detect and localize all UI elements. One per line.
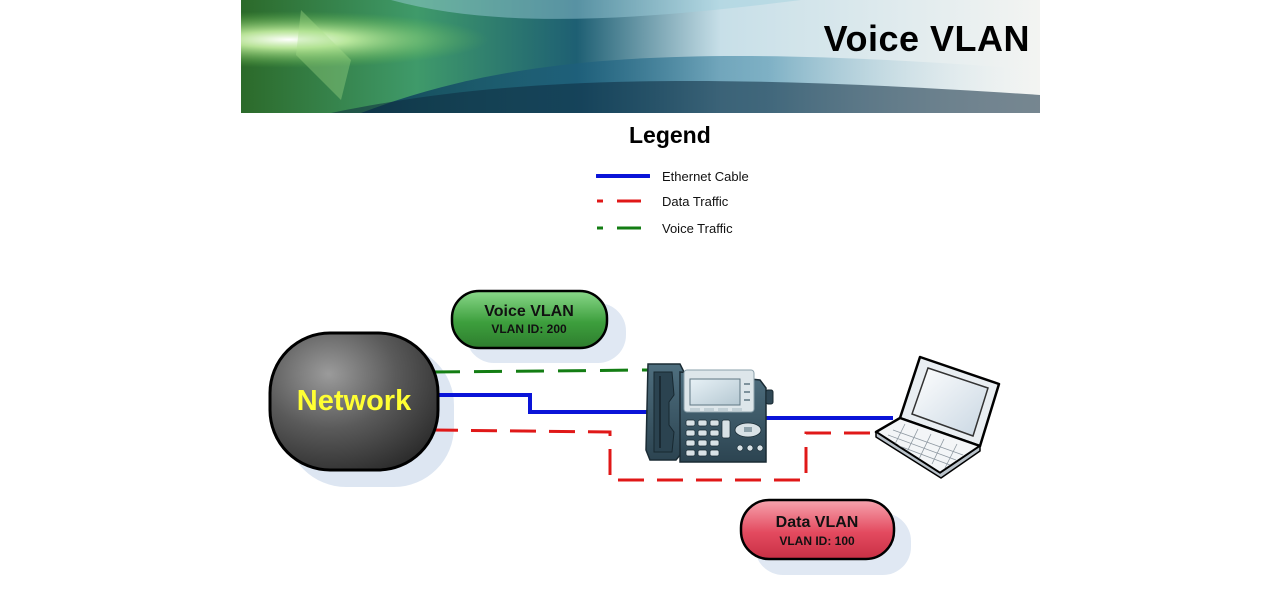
legend-item-voice-traffic: Voice Traffic (596, 219, 733, 237)
ip-phone-icon (645, 363, 774, 463)
data-vlan-title: Data VLAN (776, 514, 859, 531)
laptop-icon (874, 355, 1001, 479)
network-label: Network (297, 385, 412, 417)
banner: Voice VLAN (241, 0, 1040, 113)
voice-vlan-title: Voice VLAN (484, 303, 574, 320)
data-traffic-line (431, 428, 880, 482)
legend-label-ethernet-cable: Ethernet Cable (662, 168, 749, 184)
ethernet-cable-swatch (596, 174, 650, 178)
voice-traffic-swatch (597, 226, 649, 230)
data-vlan-badge (739, 498, 896, 561)
ethernet-cable-network-to-phone (430, 393, 660, 414)
legend-label-data-traffic: Data Traffic (662, 193, 729, 209)
page-title: Voice VLAN (823, 18, 1030, 59)
data-vlan-id: VLAN ID: 100 (779, 534, 855, 548)
legend-label-voice-traffic: Voice Traffic (662, 220, 733, 236)
data-traffic-swatch (597, 199, 649, 203)
voice-vlan-id: VLAN ID: 200 (491, 322, 567, 336)
voice-traffic-line (431, 368, 649, 374)
voice-vlan-badge (450, 289, 609, 350)
banner-background (241, 0, 1040, 113)
legend-item-data-traffic: Data Traffic (596, 192, 728, 210)
network-node (268, 331, 440, 472)
legend-title: Legend (629, 122, 711, 148)
legend-item-ethernet-cable: Ethernet Cable (596, 167, 749, 185)
